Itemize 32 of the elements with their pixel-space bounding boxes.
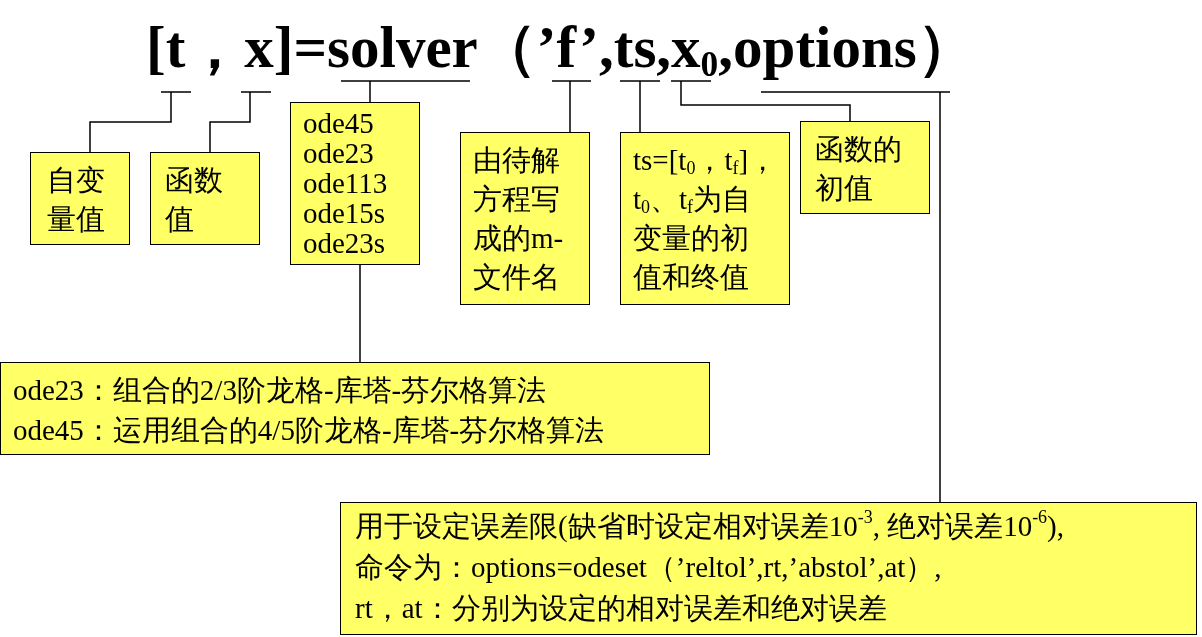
callout-text: ode113 (303, 168, 389, 198)
callout-text: t$_{0}$、t$_{f}$为自变量的初值和终值 (633, 182, 753, 295)
callout-text: ts=[t$_{0}$，t$_{f}$]， (633, 143, 777, 180)
leader-line (670, 80, 851, 122)
callout-text: 由待解方程写成的m-文件名 (473, 143, 565, 295)
callout-text: rt，at：分别为设定的相对误差和绝对误差 (355, 591, 888, 626)
callout-text: ode15s (303, 198, 387, 228)
callout-text: ode23s (303, 228, 387, 258)
connector-line (359, 264, 361, 363)
callout-text: 自变量值 (47, 163, 106, 237)
callout-box (290, 102, 420, 265)
callout-text: 命令为：options=odeset（’reltol’,rt,’abstol’,at）, (355, 550, 943, 585)
leader-line (551, 80, 592, 133)
callout-box (800, 121, 930, 214)
callout-text: 用于设定误差限(缺省时设定相对误差10$^{-3}$, 绝对误差10$^{-6}$), (355, 506, 1066, 544)
callout-box (340, 502, 1197, 635)
callout-box (460, 132, 590, 305)
callout-box (620, 132, 790, 305)
leader-line (340, 80, 471, 103)
callout-box (30, 152, 130, 245)
callout-box (150, 152, 260, 245)
leader-line (89, 91, 192, 153)
callout-text: ode45：运用组合的4/5阶龙格-库塔-芬尔格算法 (13, 413, 606, 448)
callout-text: 函数的初值 (815, 132, 903, 206)
callout-box (0, 362, 710, 455)
leader-line (760, 91, 951, 503)
callout-text: 函数值 (165, 163, 224, 237)
leader-line (209, 91, 272, 153)
callout-text: ode23 (303, 138, 375, 168)
callout-text: ode23：组合的2/3阶龙格-库塔-芬尔格算法 (13, 373, 548, 408)
callout-text: ode45 (303, 108, 375, 138)
leader-line (619, 80, 661, 133)
